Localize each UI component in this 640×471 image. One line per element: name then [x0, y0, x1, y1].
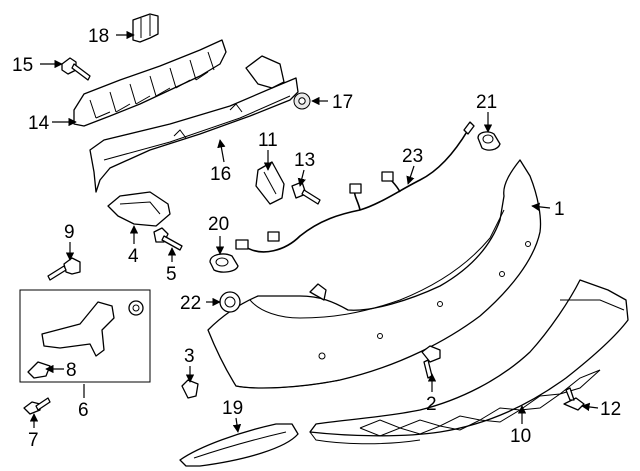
- part-15-bolt: [61, 57, 91, 81]
- callout-8: 8: [66, 360, 77, 381]
- part-22-sensor-retainer: [219, 291, 241, 313]
- part-19-reflector: [179, 423, 299, 467]
- part-18-bracket-clip: [132, 13, 159, 43]
- callout-4: 4: [128, 246, 139, 267]
- part-3-clip: [181, 379, 199, 399]
- part-12-push-pin: [563, 387, 585, 411]
- callout-21: 21: [476, 92, 497, 113]
- callout-12: 12: [600, 399, 621, 420]
- part-21-parking-sensor: [477, 131, 501, 151]
- part-2-bolt: [421, 345, 441, 379]
- part-6-bracket-kit: [19, 289, 151, 383]
- part-10-lower-valance: [309, 279, 629, 445]
- callout-3: 3: [184, 346, 195, 367]
- callout-13: 13: [294, 150, 315, 171]
- part-20-parking-sensor: [209, 253, 239, 273]
- callout-6: 6: [78, 400, 89, 421]
- leader-lines: [29, 30, 599, 433]
- callout-2: 2: [426, 394, 437, 415]
- callout-16: 16: [210, 164, 231, 185]
- callout-7: 7: [28, 430, 39, 451]
- callout-22: 22: [180, 293, 201, 314]
- callout-14: 14: [28, 113, 50, 134]
- callout-labels: 18 15 14 17 16 11 13 23 21 1 20 22 4 5 9…: [12, 26, 621, 451]
- callout-1: 1: [554, 199, 565, 220]
- callout-18: 18: [88, 26, 109, 47]
- callout-15: 15: [12, 55, 33, 76]
- part-23-wiring-harness: [235, 121, 475, 253]
- callout-9: 9: [64, 222, 75, 243]
- part-9-bolt: [47, 257, 81, 281]
- callout-20: 20: [208, 214, 229, 235]
- part-4-bracket: [107, 191, 171, 227]
- part-1-bumper-cover: [207, 159, 542, 389]
- callout-11: 11: [258, 130, 278, 151]
- part-5-bolt: [153, 227, 183, 251]
- callout-10: 10: [510, 426, 531, 447]
- part-11-sensor-bracket: [255, 161, 285, 205]
- part-17-nut: [293, 92, 311, 110]
- part-16-reinforcement-beam: [89, 55, 299, 193]
- part-7-bolt: [23, 397, 51, 415]
- callout-5: 5: [166, 264, 177, 285]
- part-14-energy-absorber: [73, 39, 227, 127]
- callout-19: 19: [222, 398, 243, 419]
- callout-17: 17: [332, 92, 353, 113]
- callout-23: 23: [402, 146, 423, 167]
- part-13-push-pin: [291, 181, 321, 205]
